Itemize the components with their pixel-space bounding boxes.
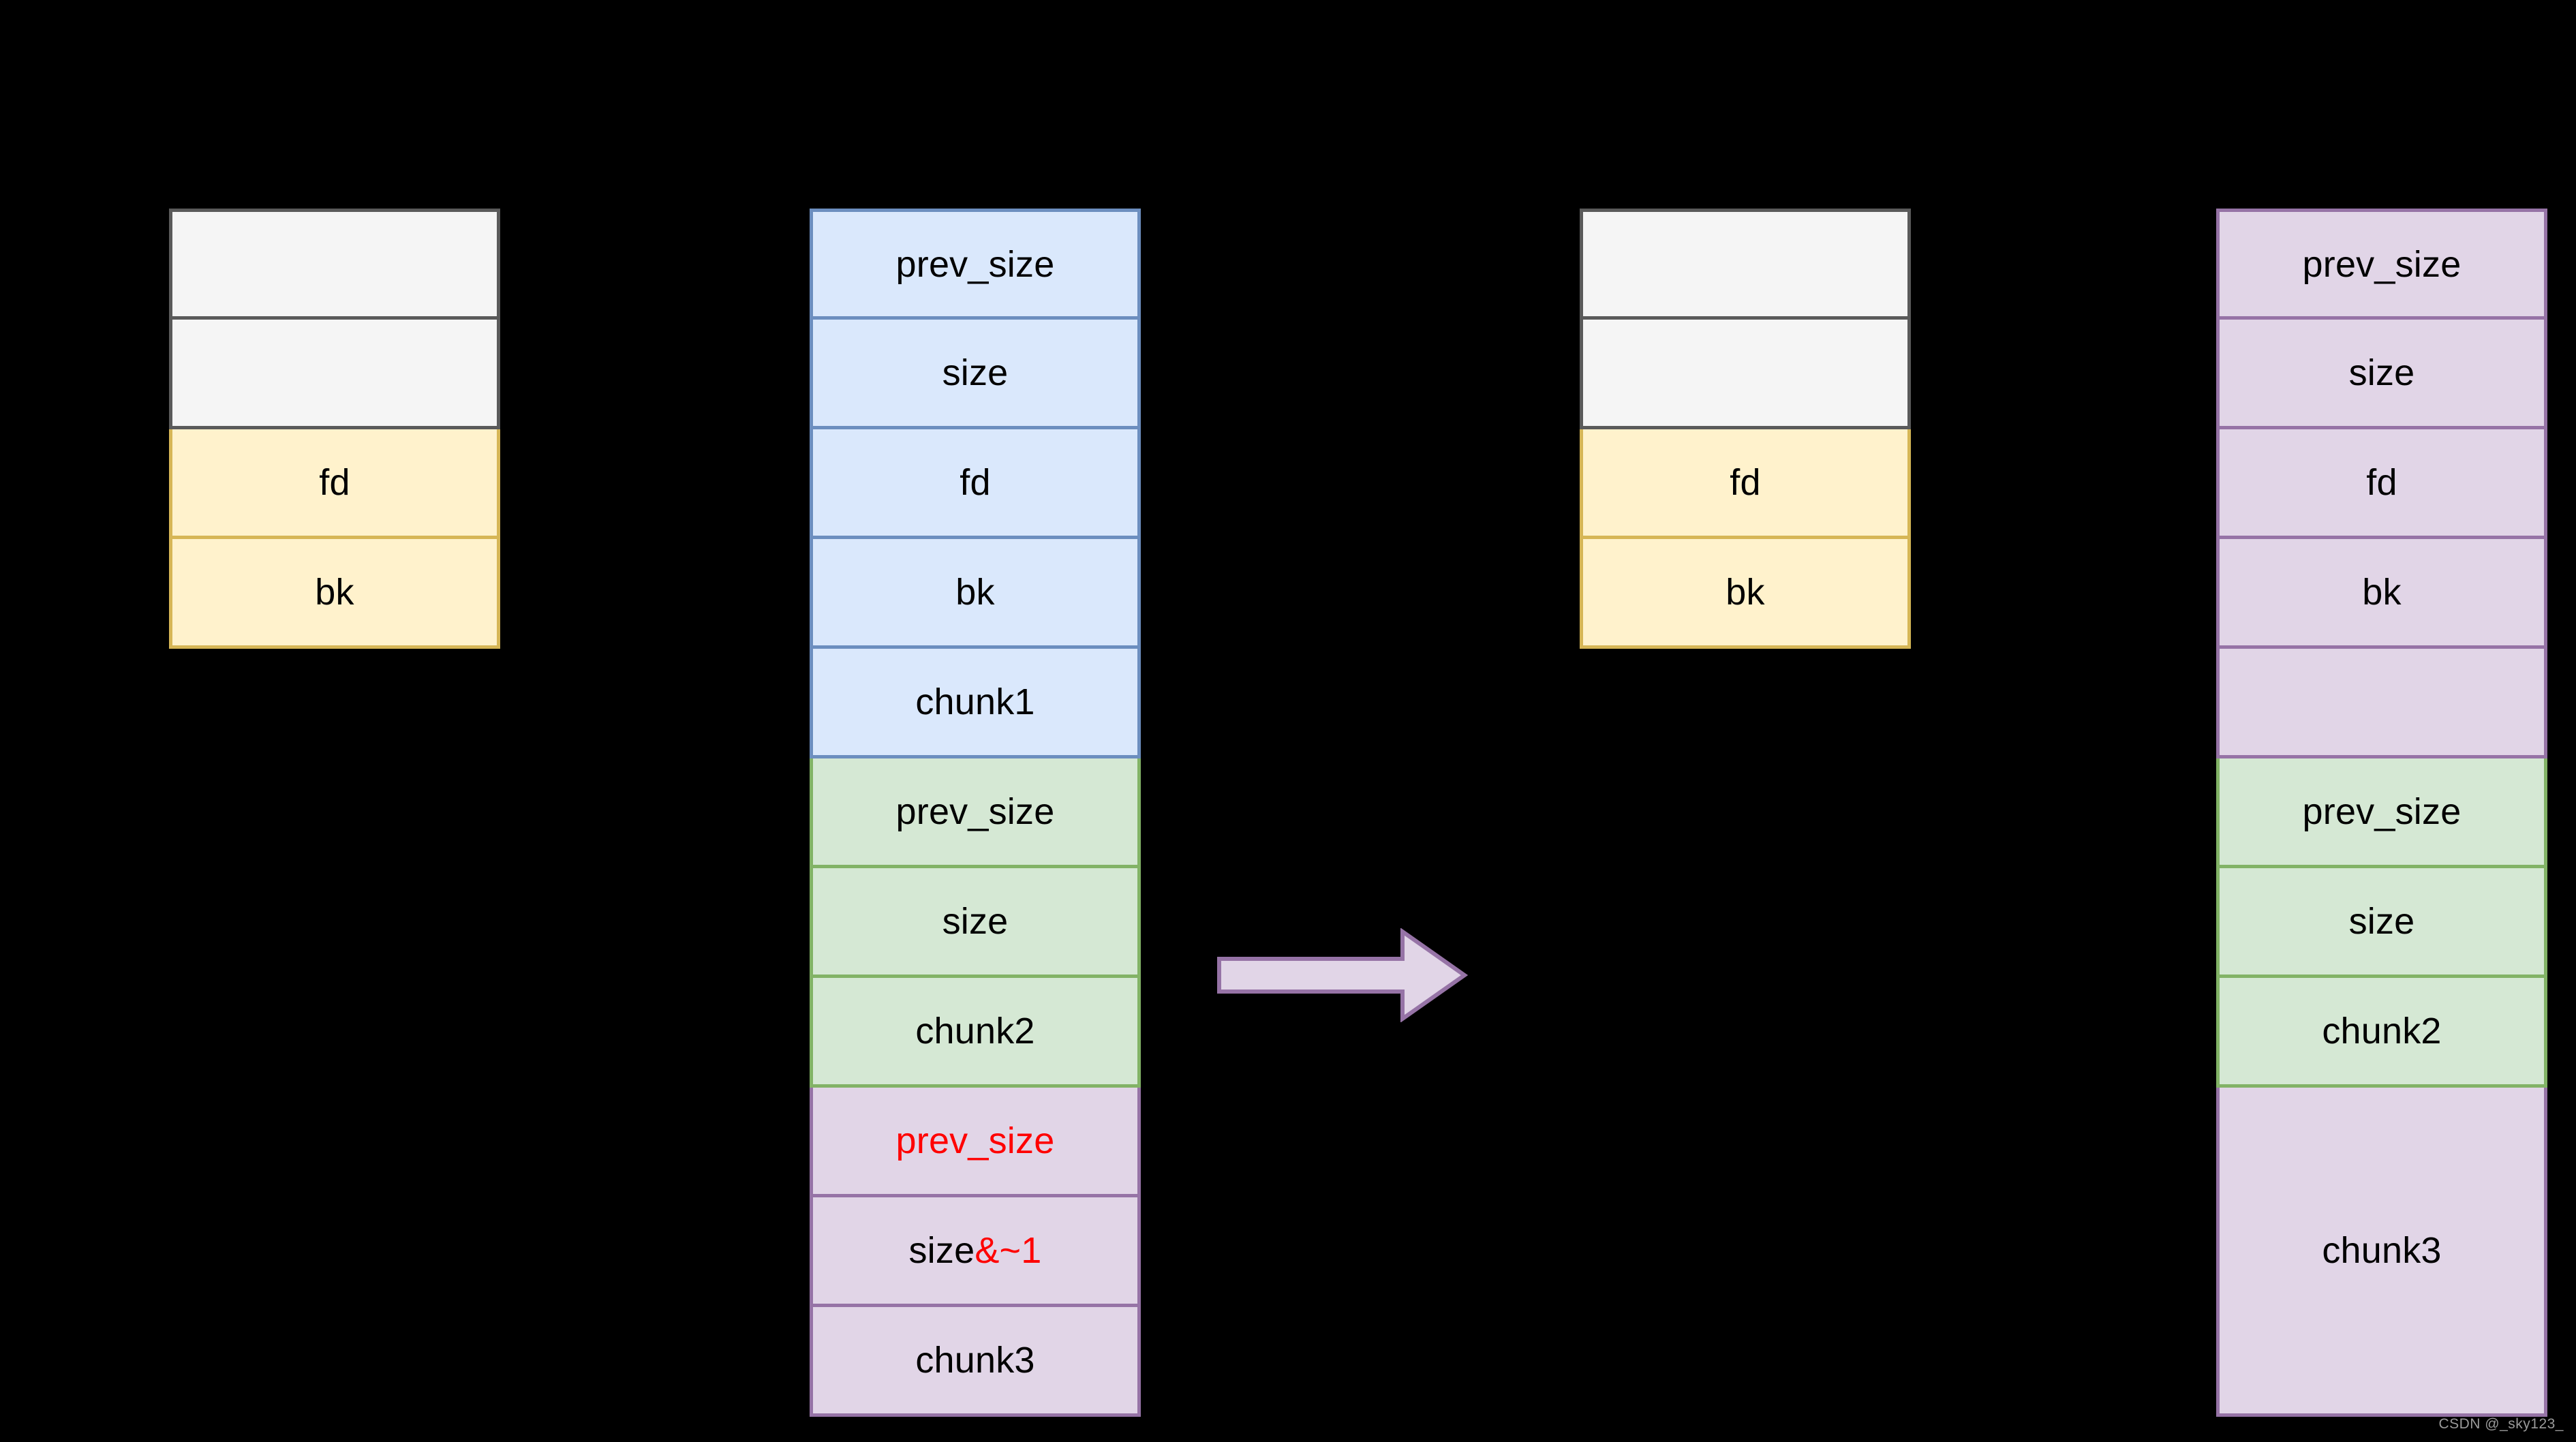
- cell-empty-2: [169, 320, 500, 429]
- cell-after-chunk2-body: chunk2: [2216, 978, 2547, 1088]
- cell-chunk3-size: size&~1: [810, 1197, 1141, 1307]
- cell-fd-after: fd: [1580, 429, 1911, 539]
- cell-fd: fd: [169, 429, 500, 539]
- cell-chunk1-bk: bk: [810, 539, 1141, 649]
- chunk3-size-label-mask: &~1: [975, 1230, 1042, 1271]
- watermark: CSDN @_sky123_: [2438, 1416, 2564, 1432]
- cell-empty-1-after: [1580, 209, 1911, 320]
- cell-after-chunk2-size: size: [2216, 868, 2547, 978]
- cell-chunk3-body: chunk3: [810, 1307, 1141, 1417]
- cell-chunk1-size: size: [810, 320, 1141, 429]
- cell-chunk3-prev-size: prev_size: [810, 1088, 1141, 1197]
- arrow-right-icon: [1217, 928, 1468, 1022]
- cell-chunk2-prev-size: prev_size: [810, 758, 1141, 868]
- column-bin-list-after: fd bk: [1580, 209, 1911, 649]
- chunk3-prev-size-label: prev_size: [895, 1120, 1055, 1161]
- chunk3-size-label-base: size: [908, 1230, 975, 1271]
- column-bin-list-before: fd bk: [169, 209, 500, 649]
- cell-merged-bk: bk: [2216, 539, 2547, 649]
- cell-bk: bk: [169, 539, 500, 649]
- cell-merged-empty: [2216, 649, 2547, 758]
- cell-chunk2-size: size: [810, 868, 1141, 978]
- cell-bk-after: bk: [1580, 539, 1911, 649]
- transition-arrow: [1217, 928, 1468, 1022]
- cell-empty-2-after: [1580, 320, 1911, 429]
- cell-after-chunk2-prev-size: prev_size: [2216, 758, 2547, 868]
- cell-after-chunk3-body: chunk3: [2216, 1088, 2547, 1417]
- cell-merged-fd: fd: [2216, 429, 2547, 539]
- cell-chunk1-fd: fd: [810, 429, 1141, 539]
- cell-empty-1: [169, 209, 500, 320]
- column-heap-before: prev_size size fd bk chunk1 prev_size si…: [810, 209, 1141, 1417]
- cell-chunk1-prev-size: prev_size: [810, 209, 1141, 320]
- cell-chunk1-body: chunk1: [810, 649, 1141, 758]
- cell-merged-size: size: [2216, 320, 2547, 429]
- cell-chunk2-body: chunk2: [810, 978, 1141, 1088]
- cell-merged-prev-size: prev_size: [2216, 209, 2547, 320]
- column-heap-after: prev_size size fd bk prev_size size chun…: [2216, 209, 2547, 1417]
